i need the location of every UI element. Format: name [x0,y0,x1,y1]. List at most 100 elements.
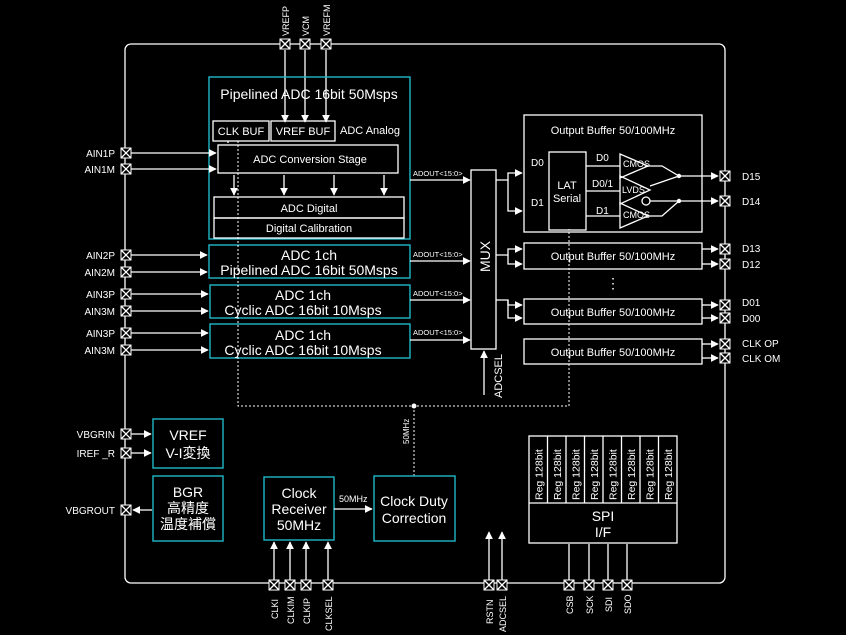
digital-calibration-label: Digital Calibration [266,223,352,235]
clock-duty-line1: Clock Duty [380,493,448,509]
pin-clki [268,579,280,591]
clk-buf-label: CLK BUF [218,126,265,138]
output-buffer-4: Output Buffer 50/100MHz [523,338,719,365]
serial-label: Serial [553,193,581,205]
pin-label-clkop: CLK OP [742,339,779,350]
pin-label-sdi: SDI [604,597,614,612]
adc2-line2: Pipelined ADC 16bit 50Msps [220,262,397,278]
pin-label-d00: D00 [742,314,761,325]
lvds-inverter-bubble [641,196,651,206]
clock-receiver-line1: Clock [281,485,317,501]
vref-line2: V-I変換 [165,445,210,461]
pin-label-d01: D01 [742,298,761,309]
pin-label-ain2p: AIN2P [86,251,115,262]
pin-label-clki: CLKI [270,599,280,619]
output-buffer-2: Output Buffer 50/100MHz [523,242,719,270]
pin-sdo [621,579,633,591]
pin-csb [563,579,575,591]
pin-label-ain2m: AIN2M [84,268,115,279]
adout-buses: ADOUT<15:0> ADOUT<15:0> ADOUT<15:0> ADOU… [410,169,471,344]
pin-d01 [719,299,731,311]
d1-out-label: D1 [596,206,609,217]
pin-label-d15: D15 [742,172,761,183]
pin-clkip [300,579,312,591]
pin-ain1m [120,163,132,175]
mux-sel-label: ADCSEL [493,354,505,398]
top-pins: VREFP VCM VREFM [279,5,332,123]
pin-label-vcm: VCM [301,16,311,36]
register-4: Reg 128bit [589,449,601,500]
pin-clkim [284,579,296,591]
pin-clkop [719,338,731,350]
d1-in-label: D1 [531,198,544,209]
pin-adcsel [496,579,508,591]
adc4-block: ADC 1ch Cyclic ADC 16bit 10Msps [209,323,411,359]
register-6: Reg 128bit [626,449,638,500]
clock-receiver-line2: Receiver [271,501,327,517]
pin-label-rstn: RSTN [485,600,495,625]
d0-out-label: D0 [596,153,609,164]
adc2-line1: ADC 1ch [281,247,337,263]
pin-label-ain3p-a: AIN3P [86,290,115,301]
pin-ain3p-a [120,288,132,300]
pin-vbgrin [120,428,132,440]
pin-label-vrefm: VREFM [322,5,332,37]
bgr-line3: 温度補償 [160,516,216,532]
pin-ain3m-a [120,305,132,317]
adc4-line1: ADC 1ch [275,327,331,343]
pin-clksel [322,579,334,591]
d0-in-label: D0 [531,158,544,169]
pin-label-ain3p-b: AIN3P [86,329,115,340]
register-5: Reg 128bit [607,449,619,500]
left-pins: AIN1P AIN1M AIN2P AIN2M AIN3P AIN3M AIN3… [66,147,217,517]
pin-label-sdo: SDO [623,594,633,614]
pin-d13 [719,243,731,255]
mux-outputs [496,169,523,322]
cmos-top-label: CMOS [623,159,650,169]
lat-label: LAT [557,180,577,192]
register-8: Reg 128bit [663,449,675,500]
pin-ain3p-b [120,327,132,339]
clock-duty-line2: Correction [382,510,447,526]
output-buffer-1: Output Buffer 50/100MHz D0 D1 LAT Serial… [523,114,719,233]
register-bank: Reg 128bit Reg 128bit Reg 128bit Reg 128bit… [528,435,678,544]
pin-label-ain3m-a: AIN3M [84,307,115,318]
pin-label-csb: CSB [565,595,575,614]
pin-label-clkim: CLKIM [286,596,296,624]
mux-label: MUX [477,240,493,272]
output-buffer-3-label: Output Buffer 50/100MHz [551,307,676,319]
bgr-block: BGR 高精度 温度補償 [152,475,224,542]
pin-vrefm [320,38,332,50]
clock-receiver-line3: 50MHz [277,517,321,533]
vref-buf-label: VREF BUF [276,126,331,138]
register-1: Reg 128bit [533,449,545,500]
bgr-line1: BGR [173,484,203,500]
pin-sck [583,579,595,591]
pin-label-clkip: CLKIP [302,598,312,624]
vref-line1: VREF [169,427,206,443]
pin-label-d12: D12 [742,260,761,271]
pin-vcm [299,38,311,50]
pin-label-ain1m: AIN1M [84,165,115,176]
pin-d14 [719,195,731,207]
adout-label-1: ADOUT<15:0> [413,169,463,178]
adc-analog-label: ADC Analog [340,125,400,137]
pin-d15 [719,170,731,182]
cmos-bot-label: CMOS [623,210,650,220]
pin-label-ain1p: AIN1P [86,149,115,160]
pin-vrefp [279,38,291,50]
pin-ain2p [120,249,132,261]
pin-vbgrout [120,504,132,516]
adc1-block: Pipelined ADC 16bit 50Msps CLK BUF VREF … [208,76,411,240]
adc-digital-label: ADC Digital [281,203,338,215]
pin-label-clkom: CLK OM [742,354,780,365]
pin-label-adcsel: ADCSEL [498,596,508,632]
pin-label-ain3m-b: AIN3M [84,346,115,357]
adout-label-2: ADOUT<15:0> [413,250,463,259]
pin-ain3m-b [120,344,132,356]
d01-out-label: D0/1 [592,179,614,190]
spi-line2: I/F [595,524,611,540]
clock-receiver-block: Clock Receiver 50MHz [263,476,335,541]
vref-block: VREF V-I変換 [152,418,224,469]
buffers-ellipsis: ⋮ [606,275,620,291]
